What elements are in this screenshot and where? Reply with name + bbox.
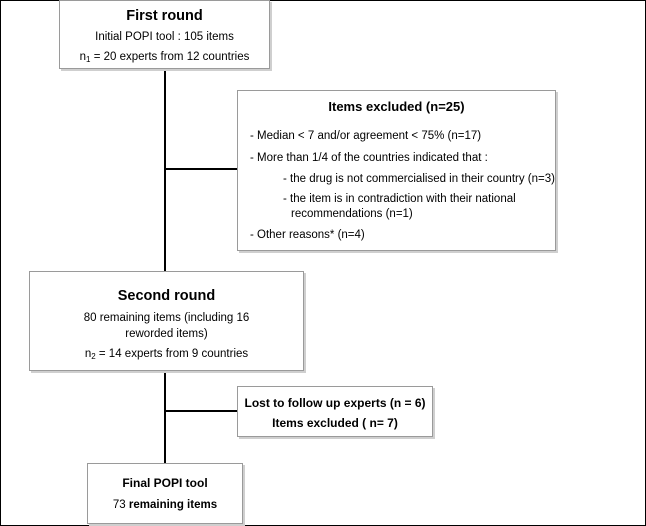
first-round-n-subscript: 1 [86,55,91,64]
connector-branch-lost [164,410,238,412]
first-round-experts: = 20 experts from 12 countries [90,51,250,63]
items-excluded-box: Items excluded (n=25) - Median < 7 and/o… [237,90,556,251]
final-remaining-label: remaining items [125,499,218,511]
final-remaining-items: 73 remaining items [88,499,242,511]
second-round-line1b: reworded items) [125,328,208,340]
excluded-item-countries: - More than 1/4 of the countries indicat… [250,152,488,164]
excluded-item-other: - Other reasons* (n=4) [250,229,365,241]
items-excluded-title: Items excluded (n=25) [328,99,465,114]
first-round-n-symbol: n [79,51,87,63]
final-popi-title: Final POPI tool [122,476,208,490]
final-popi-tool-box: Final POPI tool 73 remaining items [87,463,243,524]
second-round-n-symbol: n [84,348,92,360]
second-round-experts: = 14 experts from 9 countries [95,348,249,360]
second-round-box: Second round 80 remaining items (includi… [29,271,304,371]
final-remaining-count: 73 [112,499,126,511]
first-round-box: First round Initial POPI tool : 105 item… [59,0,270,69]
first-round-title: First round [126,8,203,24]
first-round-line2: n1 = 20 experts from 12 countries [60,51,269,64]
excluded-sub-recommendations: recommendations (n=1) [291,208,413,220]
connector-main-vertical-2 [164,370,166,464]
lost-items-excluded-label: Items excluded ( n= 7) [272,416,398,430]
second-round-line2: n2 = 14 experts from 9 countries [30,348,303,361]
connector-branch-excluded [164,168,238,170]
first-round-line1: Initial POPI tool : 105 items [95,31,234,43]
excluded-sub-contradiction: - the item is in contradiction with thei… [283,193,516,205]
lost-to-follow-up-box: Lost to follow up experts (n = 6) Items … [237,386,433,437]
second-round-title: Second round [117,288,216,304]
lost-experts-label: Lost to follow up experts (n = 6) [244,396,426,410]
connector-main-vertical-1 [164,68,166,272]
second-round-n-subscript: 2 [91,352,96,361]
excluded-item-median: - Median < 7 and/or agreement < 75% (n=1… [250,130,482,142]
excluded-sub-not-commercialised: - the drug is not commercialised in thei… [283,173,555,185]
second-round-line1a: 80 remaining items (including 16 [83,312,250,324]
